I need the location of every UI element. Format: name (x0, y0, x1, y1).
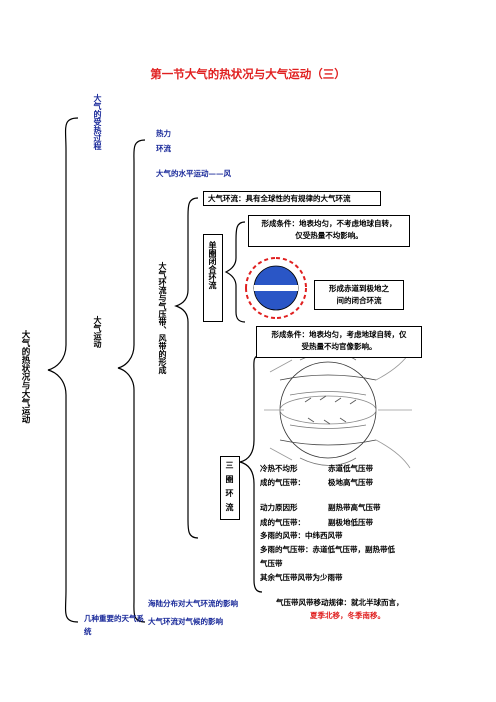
thermal-circulation-label: 热力环流 (156, 129, 171, 153)
three-condition-box: 形成条件：地表均匀，考虑地球自转，仅 受热量不均官像影响。 (256, 326, 422, 358)
three-condition-line2: 受热量不均官像影响。 (301, 342, 377, 351)
root-label: 大气的热状况与大气运动 (20, 330, 30, 424)
thermal-belt-left2: 成的气压带： (260, 478, 305, 487)
horizontal-motion-label: 大气的水平运动——风 (156, 169, 231, 178)
three-cell-box: 三圈环流 (220, 456, 240, 520)
equatorial-low-label: 赤道低气压带 (328, 464, 373, 473)
belt-shift-rule: 气压带风带移动规律：就北半球而言， (276, 598, 404, 607)
weather-systems-label: 几种重要的天气系统 (84, 614, 144, 636)
rainy-wind-belt: 多雨的风带：中纬西风带 (260, 531, 343, 540)
single-cell-label: 单圈闭合环流 (208, 241, 218, 289)
pressure-belts-label: 大气环流与气压带、风带的形成 (158, 262, 168, 374)
thermal-belt-left1: 冷热不均形 (260, 464, 298, 473)
three-condition-line1: 形成条件：地表均匀，考虑地球自转，仅 (271, 330, 407, 339)
dynamic-belt-left2: 成的气压带： (260, 518, 305, 527)
single-condition-line2: 仅受热量不均影响。 (295, 231, 363, 240)
rainy-pressure-belt-line2: 气压带 (260, 559, 283, 568)
climate-effect-label: 大气环流对气候的影响 (148, 617, 223, 626)
subtropical-high-label: 副热带高气压带 (328, 503, 381, 512)
single-condition-box: 形成条件：地表均匀，不考虑地球自转， 仅受热量不均影响。 (248, 215, 410, 247)
three-cell-globe-icon (264, 351, 412, 469)
subpolar-low-label: 副极地低压带 (328, 518, 373, 527)
three-cell-label: 三圈环流 (225, 461, 235, 517)
atmospheric-motion-label: 大气运动 (93, 316, 103, 348)
single-result-line2: 间的闭合环流 (336, 296, 382, 305)
polar-high-label: 极地高气压带 (328, 478, 373, 487)
global-circulation-box: 大气环流：具有全球性的有规律的大气环流 (203, 191, 381, 206)
rainy-pressure-belt-line1: 多雨的气压带：赤道低气压带，副热带低 (260, 545, 395, 554)
page-title: 第一节大气的热状况与大气运动（三） (150, 67, 346, 81)
belt-shift-season: 夏季北移，冬季南移。 (310, 611, 385, 620)
single-cell-box: 单圈闭合环流 (203, 234, 223, 322)
single-condition-line1: 形成条件：地表均匀，不考虑地球自转， (261, 219, 397, 228)
land-sea-label: 海陆分布对大气环流的影响 (148, 599, 238, 608)
heating-process-label: 大气的受热过程 (93, 94, 103, 150)
single-cell-globe-icon (245, 257, 307, 319)
single-result-box: 形成赤道到极地之 间的闭合环流 (314, 280, 404, 310)
single-result-line1: 形成赤道到极地之 (329, 284, 389, 293)
dynamic-belt-left1: 动力原因形 (260, 503, 298, 512)
dry-belts-label: 其余气压带风带为少雨带 (260, 573, 343, 582)
